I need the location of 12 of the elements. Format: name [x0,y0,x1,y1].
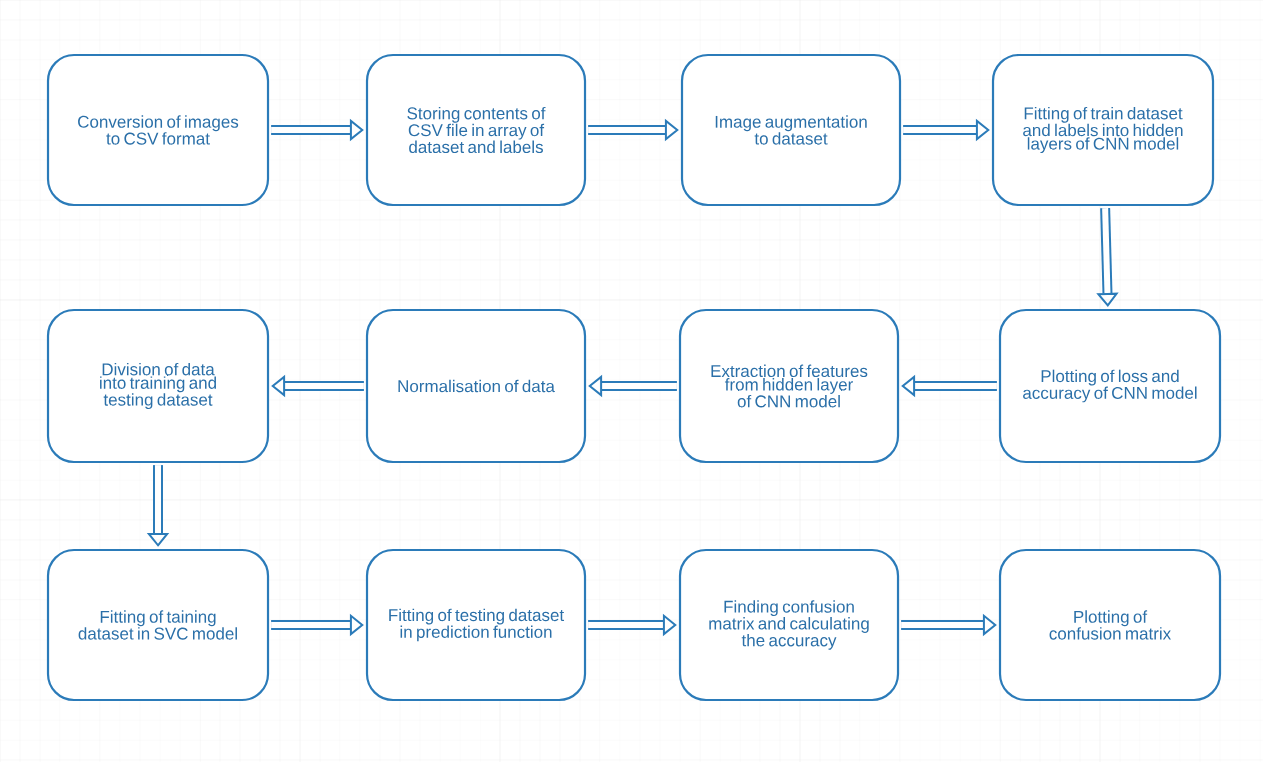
process-box: Finding confusion matrix and calculating the accuracy [678,548,900,702]
process-box: Fitting of taining dataset in SVC model [46,548,270,702]
process-box: Division of data into training and testing dataset [46,308,270,464]
process-box: Normalisation of data [365,308,587,464]
process-box: Plotting of confusion matrix [998,548,1222,702]
process-box: Plotting of loss and accuracy of CNN model [998,308,1222,464]
process-box: Image augmentation to dataset [680,53,902,207]
process-box: Fitting of train dataset and labels into hidden layers of CNN model [991,53,1215,207]
process-box: Extraction of features from hidden layer of CNN model [678,308,900,464]
process-box: Fitting of testing dataset in prediction function [365,548,587,702]
process-box: Conversion of images to CSV format [46,53,270,207]
process-box: Storing contents of CSV file in array of dataset and labels [365,53,587,207]
